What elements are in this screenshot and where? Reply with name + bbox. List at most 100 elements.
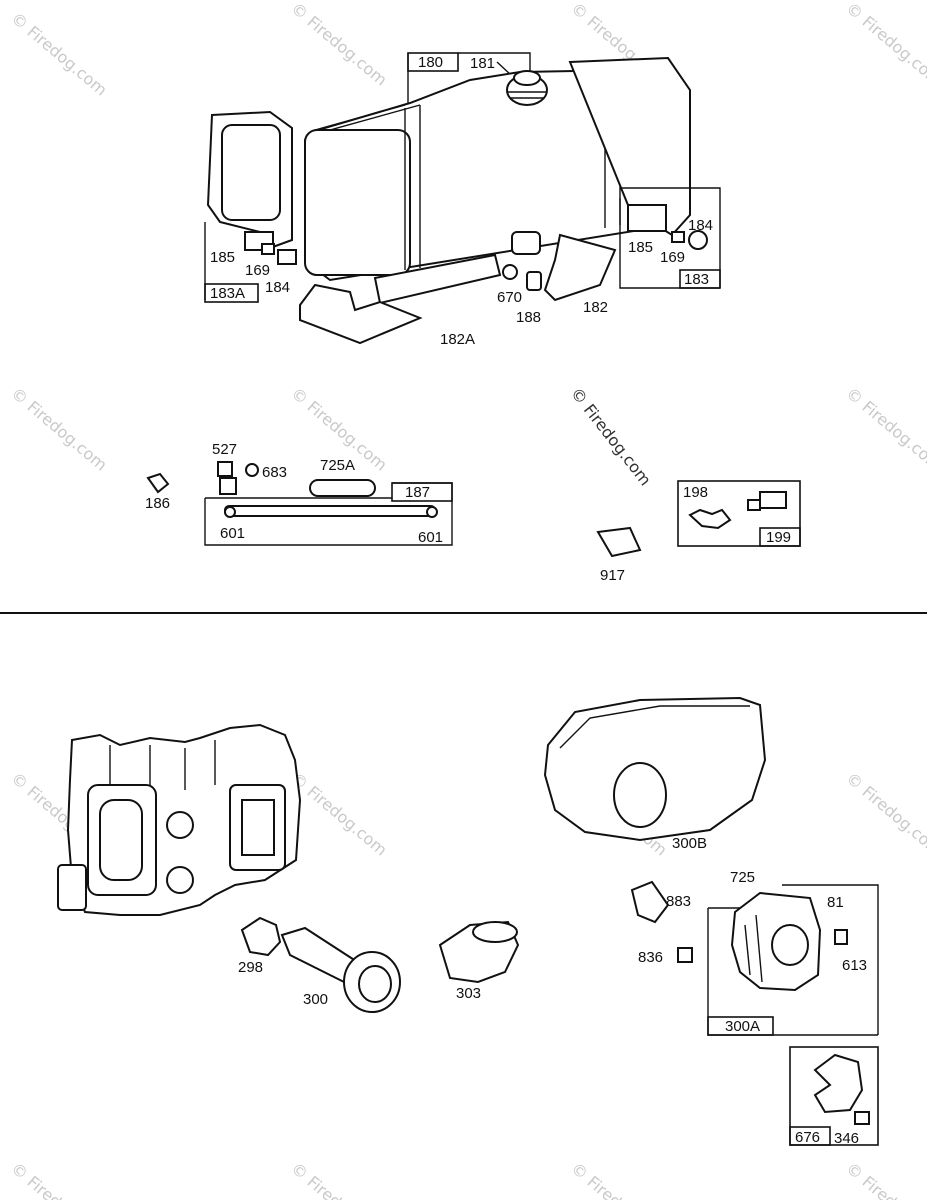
elbow-303-opening <box>472 921 518 943</box>
label-183A: 183A <box>210 285 245 302</box>
watermark: © Firedog.com <box>842 0 927 90</box>
gasket-298 <box>240 916 282 957</box>
label-300B: 300B <box>672 835 707 852</box>
label-300A: 300A <box>725 1018 760 1035</box>
left-strap-opening <box>221 124 281 221</box>
label-303: 303 <box>456 985 481 1002</box>
screw-836 <box>677 947 693 963</box>
label-683: 683 <box>262 464 287 481</box>
guard-676-group: 676 346 <box>789 1046 879 1147</box>
bracket-183-line <box>620 187 721 288</box>
label-725A: 725A <box>320 457 355 474</box>
label-184-left: 184 <box>265 279 290 296</box>
watermark: © Firedog.com <box>7 9 110 100</box>
label-169-right: 169 <box>660 249 685 266</box>
label-182: 182 <box>583 299 608 316</box>
muffler-300-face <box>358 965 392 1003</box>
fuel-hose-725A <box>309 479 376 497</box>
bracket-676-box <box>789 1046 879 1146</box>
label-187: 187 <box>405 484 430 501</box>
clip-601-right <box>426 506 438 518</box>
label-198: 198 <box>683 484 708 501</box>
label-199: 199 <box>766 529 791 546</box>
screw-346 <box>854 1111 870 1125</box>
label-182A: 182A <box>440 331 475 348</box>
label-836: 836 <box>638 949 663 966</box>
watermark-dark: © Firedog.com <box>567 384 655 489</box>
valve-198 <box>688 508 732 530</box>
label-169-left: 169 <box>245 262 270 279</box>
label-725: 725 <box>730 869 755 886</box>
label-601-left: 601 <box>220 525 245 542</box>
bracket-199-box <box>677 480 801 547</box>
fuel-cap-ribs <box>508 91 546 99</box>
fuel-line-601 <box>224 505 436 517</box>
right-strap-clip <box>627 204 667 232</box>
fuel-tank-group: 180 181 183 1 <box>204 52 721 348</box>
left-bolt-184 <box>277 249 297 265</box>
fuel-line-group: 527 683 725A 187 601 601 186 <box>145 441 453 546</box>
label-346: 346 <box>834 1130 859 1147</box>
engine-fins <box>109 740 216 790</box>
muffler-300A-group: 725 81 300A 883 836 613 <box>630 869 879 1036</box>
clip-917 <box>596 526 642 558</box>
muffler-300-group: 298 300 303 <box>238 916 520 1013</box>
label-676: 676 <box>795 1129 820 1146</box>
fitting-683 <box>245 463 259 477</box>
muffler-300A-fins <box>744 914 763 983</box>
filter-clip-group: 198 199 917 <box>596 480 801 584</box>
clamp-527 <box>217 461 233 477</box>
gasket-883 <box>630 880 670 924</box>
muffler-300B-outlet <box>613 762 667 828</box>
label-box-300A <box>707 1016 774 1036</box>
watermark: © Firedog.com <box>842 769 927 860</box>
watermark: © Firedog.com <box>287 1159 390 1200</box>
callout-181-bracket <box>458 52 531 72</box>
right-bolt-184 <box>688 230 708 250</box>
valve-199-stub <box>747 499 761 511</box>
guard-676 <box>813 1053 864 1114</box>
tank-outlet <box>511 231 541 255</box>
label-917: 917 <box>600 567 625 584</box>
label-527: 527 <box>212 441 237 458</box>
bracket-300A-outer <box>782 884 879 1035</box>
fuel-tank-end-face <box>304 129 411 276</box>
label-box-676 <box>789 1126 831 1146</box>
label-185-left: 185 <box>210 249 235 266</box>
label-186: 186 <box>145 495 170 512</box>
label-box-187 <box>391 482 453 502</box>
label-185-right: 185 <box>628 239 653 256</box>
label-box-183 <box>679 269 721 289</box>
screw-613 <box>834 929 848 945</box>
washer-670 <box>502 264 518 280</box>
muffler-300B-group: 300B <box>543 696 767 852</box>
right-nut-169 <box>671 231 685 243</box>
watermark: © Firedog.com <box>287 0 390 90</box>
engine-side-opening <box>241 799 275 856</box>
tank-bracket-182 <box>543 233 617 302</box>
label-298: 298 <box>238 959 263 976</box>
valve-199 <box>759 491 787 509</box>
clip-601-left <box>224 506 236 518</box>
watermark: © Firedog.com <box>7 384 110 475</box>
label-box-183A <box>204 283 259 303</box>
label-300: 300 <box>303 991 328 1008</box>
left-nut-169 <box>261 243 275 255</box>
label-184-right: 184 <box>688 217 713 234</box>
engine-mount-block <box>57 864 87 911</box>
watermark: © Firedog.com <box>567 1159 670 1200</box>
label-613: 613 <box>842 957 867 974</box>
label-180: 180 <box>418 54 443 71</box>
tank-bracket-182A-upright <box>373 253 502 305</box>
label-box-180 <box>407 52 459 72</box>
muffler-300B-edge <box>559 705 750 749</box>
watermark: © Firedog.com <box>287 769 390 860</box>
label-188: 188 <box>516 309 541 326</box>
label-181: 181 <box>470 55 495 72</box>
screw-188 <box>526 271 542 291</box>
engine-port-lower <box>166 866 194 894</box>
label-601-right: 601 <box>418 529 443 546</box>
label-883: 883 <box>666 893 691 910</box>
watermark: © Firedog.com <box>842 1159 927 1200</box>
